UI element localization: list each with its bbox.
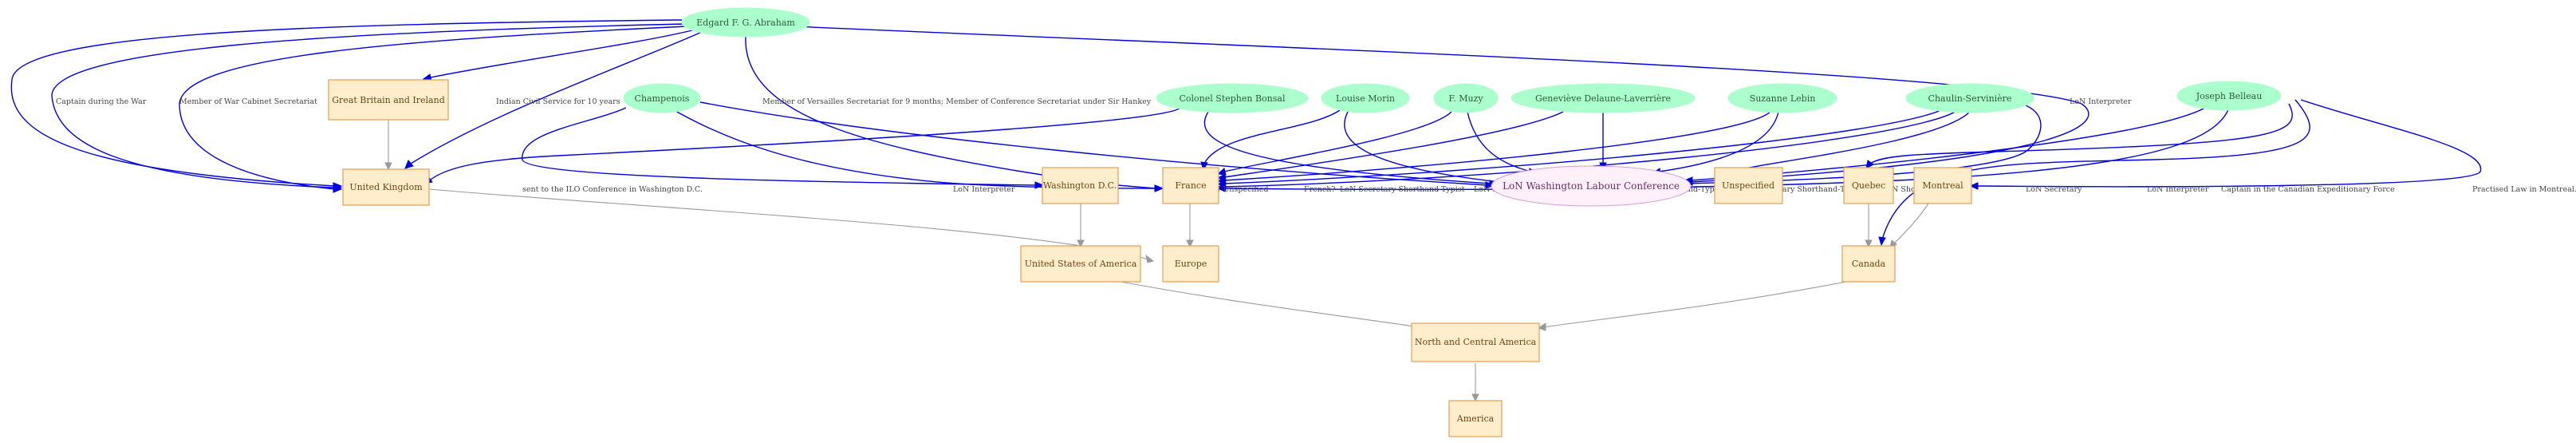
person-label-champenois: Champenois	[635, 93, 690, 104]
edge-label-belleau-law: Practised Law in Montreal.	[2472, 185, 2576, 194]
place-label-america: America	[1456, 413, 1495, 424]
edge-label-chaulin-secretary: LoN Secretary	[2026, 185, 2082, 194]
place-label-quebec: Quebec	[1852, 180, 1885, 191]
place-label-gbi: Great Britain and Ireland	[332, 95, 444, 105]
place-label-unspecified: Unspecified	[1722, 180, 1774, 191]
edge-muzy-france	[1216, 111, 1452, 176]
edge-quebec-canada	[1865, 201, 1873, 248]
place-node-nca[interactable]: North and Central America	[1411, 322, 1540, 362]
person-label-chaulin: Chaulin-Servinière	[1928, 93, 2012, 104]
person-label-abraham: Edgard F. G. Abraham	[696, 18, 795, 28]
place-node-usa[interactable]: United States of America	[1020, 245, 1141, 283]
edge-canada-nca	[1537, 280, 1851, 331]
person-node-abraham[interactable]: Edgard F. G. Abraham	[681, 7, 810, 38]
edge-usa-nca	[1116, 280, 1427, 331]
edge-nca-america	[1471, 363, 1479, 402]
place-node-unspecified[interactable]: Unspecified	[1714, 167, 1783, 204]
place-label-washington: Washington D.C.	[1043, 180, 1117, 191]
place-label-france: France	[1175, 180, 1206, 191]
edge-label-captain-war: Captain during the War	[56, 97, 147, 106]
place-node-france[interactable]: France	[1162, 167, 1219, 204]
person-node-bonsal[interactable]: Colonel Stephen Bonsal	[1156, 83, 1309, 113]
edge-france-europe	[1186, 201, 1194, 248]
edge-label-sent-ilo: sent to the ILO Conference in Washington…	[522, 185, 703, 194]
person-label-bonsal: Colonel Stephen Bonsal	[1180, 93, 1286, 104]
place-node-washington[interactable]: Washington D.C.	[1042, 167, 1119, 204]
edge-label-indian-civil: Indian Civil Service for 10 years	[496, 97, 620, 106]
person-node-morin[interactable]: Louise Morin	[1321, 83, 1410, 113]
place-label-europe: Europe	[1175, 259, 1207, 269]
person-label-morin: Louise Morin	[1336, 93, 1395, 104]
edge-belleau-france	[1216, 107, 2230, 192]
edge-label-french: French?	[1304, 185, 1335, 194]
edge-montreal-canada	[1889, 200, 1931, 248]
conference-node[interactable]: LoN Washington Labour Conference	[1491, 165, 1692, 207]
place-label-montreal: Montreal	[1922, 180, 1964, 191]
place-node-uk[interactable]: United Kingdom	[342, 168, 430, 206]
edge-label-belleau-captain: Captain in the Canadian Expeditionary Fo…	[2221, 185, 2395, 194]
edge-label-versailles: Member of Versailles Secretariat for 9 m…	[762, 97, 1152, 106]
edge-label-war-cabinet: Member of War Cabinet Secretariat	[179, 97, 317, 106]
person-label-delaune: Geneviève Delaune-Laverrière	[1535, 93, 1671, 104]
edge-label-bonsal-unspecified: LoN Unspecified	[1204, 185, 1268, 194]
place-label-uk: United Kingdom	[349, 182, 423, 192]
person-label-lebin: Suzanne Lebin	[1750, 93, 1816, 104]
person-node-champenois[interactable]: Champenois	[623, 83, 701, 113]
person-label-belleau: Joseph Belleau	[2196, 91, 2263, 101]
place-label-canada: Canada	[1852, 259, 1886, 269]
place-node-quebec[interactable]: Quebec	[1843, 167, 1894, 204]
place-node-canada[interactable]: Canada	[1841, 245, 1896, 283]
edge-label-morin-typist: LoN Secretary Shorthand-Typist	[1340, 185, 1465, 194]
edge-champenois-washington	[522, 107, 1045, 189]
edge-belleau-montreal	[1968, 99, 2482, 190]
edge-label-lebin-typist: LoN Secretary Shorthand-Typist	[1739, 185, 1864, 194]
person-label-muzy: F. Muzy	[1448, 93, 1483, 104]
edge-washington-usa	[1077, 201, 1085, 248]
edge-label-abraham-interpreter: LoN Interpreter	[2070, 97, 2132, 106]
edge-delaune-france	[1216, 111, 1564, 181]
conference-label: LoN Washington Labour Conference	[1503, 180, 1680, 192]
place-node-gbi[interactable]: Great Britain and Ireland	[328, 79, 449, 121]
edge-gbi-uk	[384, 120, 392, 171]
person-node-muzy[interactable]: F. Muzy	[1433, 83, 1499, 113]
place-label-nca: North and Central America	[1415, 337, 1537, 347]
edge-abraham-gbi	[422, 29, 696, 81]
person-node-belleau[interactable]: Joseph Belleau	[2176, 81, 2282, 111]
edge-chaulin-unspecified	[1723, 111, 1971, 176]
edge-label-belleau-interpreter: LoN Interpreter	[2147, 185, 2209, 194]
place-node-europe[interactable]: Europe	[1162, 245, 1219, 283]
person-node-chaulin[interactable]: Chaulin-Servinière	[1905, 83, 2034, 113]
place-label-usa: United States of America	[1025, 259, 1137, 269]
edge-belleau-quebec	[1865, 103, 2293, 169]
edge-morin-france	[1200, 109, 1341, 172]
person-node-lebin[interactable]: Suzanne Lebin	[1727, 83, 1837, 113]
edge-abraham-uk-c	[179, 26, 688, 193]
edge-abraham-uk-d	[404, 31, 703, 169]
person-node-delaune[interactable]: Geneviève Delaune-Laverrière	[1511, 83, 1696, 113]
edge-label-champenois-interpreter: LoN Interpreter	[953, 185, 1015, 194]
place-node-montreal[interactable]: Montreal	[1913, 167, 1972, 204]
edge-delaune-conf	[1599, 112, 1607, 172]
place-node-america[interactable]: America	[1448, 400, 1503, 437]
